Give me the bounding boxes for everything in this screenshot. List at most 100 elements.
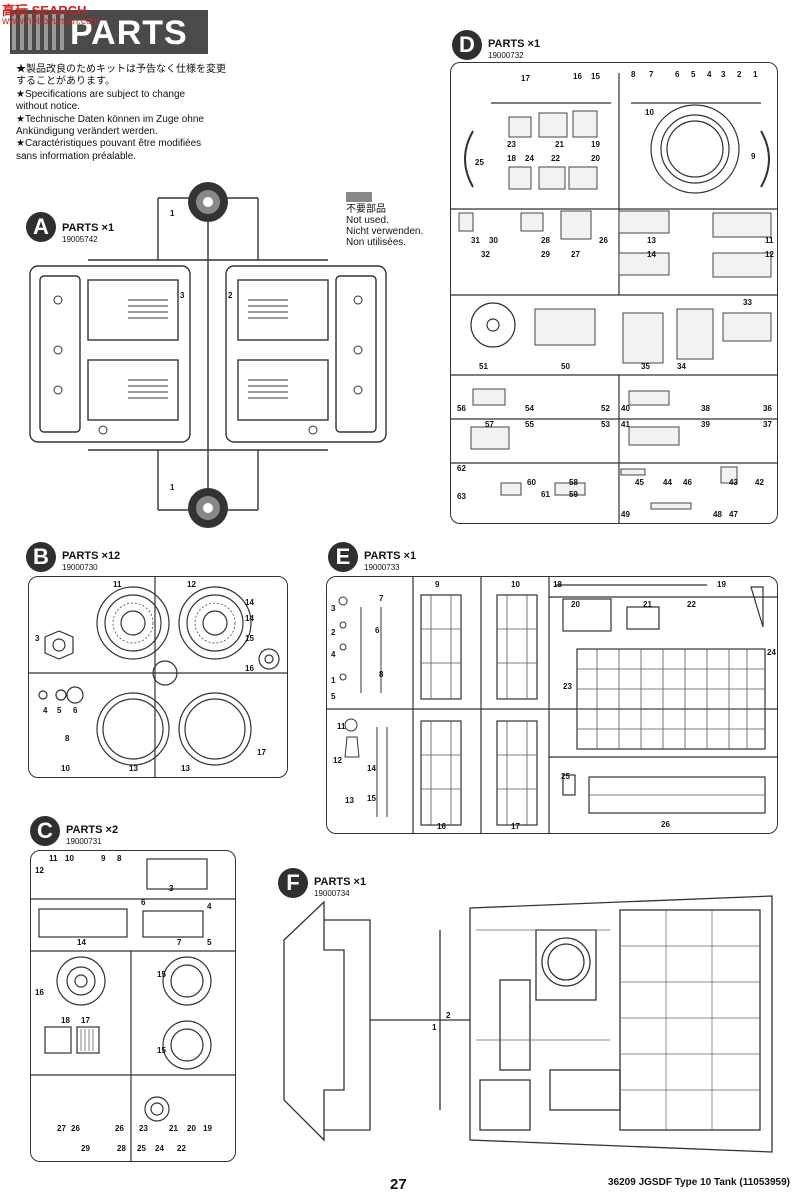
part-number: 16: [573, 72, 582, 81]
part-number: 9: [435, 580, 440, 589]
section-f-code: 19000734: [314, 889, 350, 898]
part-number: 54: [525, 404, 534, 413]
part-number: 14: [245, 598, 254, 607]
part-number: 62: [457, 464, 466, 473]
part-number: 7: [177, 938, 182, 947]
part-number: 12: [35, 866, 44, 875]
not-used-swatch: [346, 192, 372, 202]
part-number: 13: [181, 764, 190, 773]
part-number: 4: [43, 706, 48, 715]
part-number: 17: [521, 74, 530, 83]
not-used-legend: 不要部品 Not used. Nicht verwenden. Non util…: [346, 204, 423, 248]
part-number: 1: [432, 1023, 437, 1032]
part-number: 17: [511, 822, 520, 831]
section-a-code: 19005742: [62, 235, 98, 244]
part-number: 14: [367, 764, 376, 773]
part-number: 20: [591, 154, 600, 163]
part-number: 30: [489, 236, 498, 245]
section-c-label: PARTS ×2: [66, 824, 119, 836]
part-number: 14: [77, 938, 86, 947]
sprue-e-drawing: [327, 577, 777, 833]
part-number: 52: [601, 404, 610, 413]
sprue-a-drawing: [29, 182, 387, 528]
watermark-url: www.hobbyuman.com: [2, 16, 100, 27]
part-number: 21: [169, 1124, 178, 1133]
part-number: 6: [73, 706, 78, 715]
part-number: 21: [555, 140, 564, 149]
part-number: 17: [257, 748, 266, 757]
part-number: 1: [170, 483, 175, 492]
part-number: 24: [155, 1144, 164, 1153]
part-number: 2: [331, 628, 336, 637]
part-number: 29: [81, 1144, 90, 1153]
note-line: することがあります。: [16, 76, 115, 88]
note-line: Ankündigung verändert werden.: [16, 126, 158, 138]
part-number: 5: [57, 706, 62, 715]
page-title: PARTS: [70, 14, 188, 52]
section-b-label: PARTS ×12: [62, 550, 121, 562]
part-number: 8: [631, 70, 636, 79]
note-line: without notice.: [16, 101, 80, 113]
part-number: 3: [180, 291, 185, 300]
part-number: 3: [721, 70, 726, 79]
part-number: 5: [331, 692, 336, 701]
part-number: 8: [117, 854, 122, 863]
part-number: 24: [767, 648, 776, 657]
part-number: 27: [571, 250, 580, 259]
part-number: 24: [525, 154, 534, 163]
section-c-code: 19000731: [66, 837, 102, 846]
specification-notes: ★製品改良のためキットは予告なく仕様を変更 することがあります。 ★Specif…: [16, 64, 226, 163]
note-line: ★Caractéristiques pouvant être modifiées: [16, 138, 202, 150]
not-used-fr: Non utilisées.: [346, 237, 407, 248]
header-stripes: [12, 14, 66, 50]
part-number: 55: [525, 420, 534, 429]
note-line: ★Technische Daten können im Zuge ohne: [16, 113, 204, 125]
section-e-letter: E: [328, 542, 358, 572]
part-number: 7: [379, 594, 384, 603]
section-b-code: 19000730: [62, 563, 98, 572]
part-number: 4: [207, 902, 212, 911]
part-number: 26: [71, 1124, 80, 1133]
part-number: 10: [61, 764, 70, 773]
part-number: 28: [117, 1144, 126, 1153]
part-number: 13: [129, 764, 138, 773]
part-number: 56: [457, 404, 466, 413]
part-number: 11: [113, 580, 122, 589]
part-number: 19: [591, 140, 600, 149]
part-number: 8: [379, 670, 384, 679]
part-number: 18: [507, 154, 516, 163]
part-number: 9: [101, 854, 106, 863]
part-number: 15: [157, 970, 166, 979]
part-number: 3: [331, 604, 336, 613]
part-number: 5: [207, 938, 212, 947]
part-number: 25: [475, 158, 484, 167]
not-used-en: Not used.: [346, 215, 389, 226]
section-e-label: PARTS ×1: [364, 550, 417, 562]
part-number: 26: [661, 820, 670, 829]
part-number: 38: [701, 404, 710, 413]
part-number: 43: [729, 478, 738, 487]
part-number: 29: [541, 250, 550, 259]
sprue-b-drawing: [29, 577, 287, 777]
part-number: 22: [687, 600, 696, 609]
part-number: 11: [765, 236, 774, 245]
part-number: 16: [437, 822, 446, 831]
part-number: 6: [141, 898, 146, 907]
part-number: 40: [621, 404, 630, 413]
part-number: 10: [65, 854, 74, 863]
sprue-e: 9 10 18 19 3 2 7 20 21 22 4 1 6 24 23 5 …: [326, 576, 778, 834]
page-number: 27: [390, 1176, 407, 1193]
part-number: 3: [35, 634, 40, 643]
section-f-letter: F: [278, 868, 308, 898]
part-number: 63: [457, 492, 466, 501]
part-number: 23: [563, 682, 572, 691]
part-number: 2: [737, 70, 742, 79]
part-number: 9: [751, 152, 756, 161]
watermark-logo: 高玩 SEARCH: [2, 3, 87, 18]
part-number: 25: [137, 1144, 146, 1153]
part-number: 53: [601, 420, 610, 429]
note-line: ★製品改良のためキットは予告なく仕様を変更: [16, 64, 226, 75]
not-used-de: Nicht verwenden.: [346, 226, 424, 237]
sprue-b: 11 12 3 14 14 15 16 4 5 6 8 10 13 13 17: [28, 576, 288, 778]
part-number: 1: [331, 676, 336, 685]
